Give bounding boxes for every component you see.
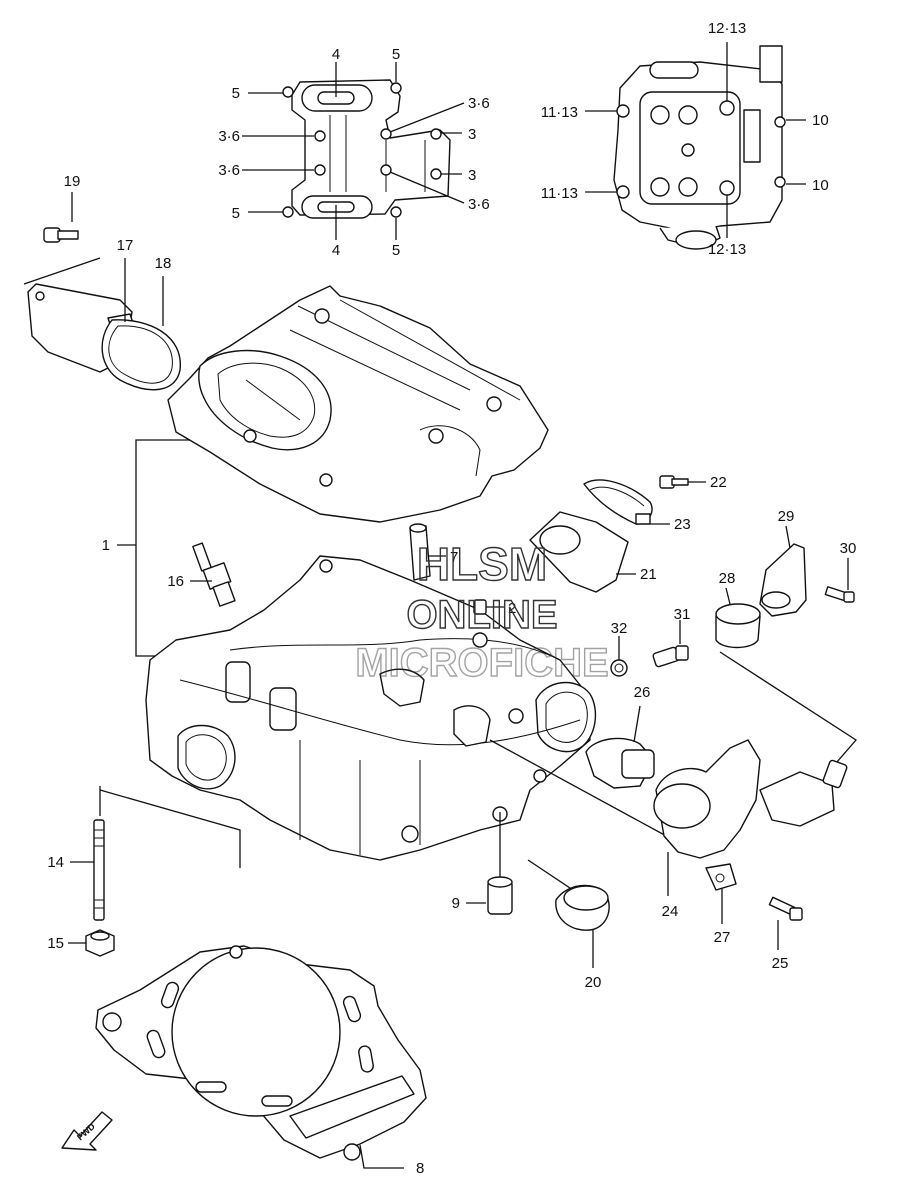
callout-5-top: 5 <box>392 46 400 63</box>
callout-7: 7 <box>450 549 458 566</box>
callout-5-bottom: 5 <box>392 242 400 259</box>
callout-3-6-left-top: 3·6 <box>218 128 240 145</box>
head-gasket <box>95 945 427 1169</box>
callout-16: 16 <box>167 573 184 590</box>
callout-4-bottom: 4 <box>332 242 340 259</box>
callout-10-bottom: 10 <box>812 177 829 194</box>
callout-3-6-right-bottom: 3·6 <box>468 196 490 213</box>
cylinder-head-bottom-view <box>585 42 806 250</box>
head-cover-top-view <box>242 62 465 240</box>
callout-3-6-left-bottom: 3·6 <box>218 162 240 179</box>
callout-29: 29 <box>778 508 795 525</box>
callout-26: 26 <box>634 684 651 701</box>
callout-17: 17 <box>117 237 134 254</box>
callout-20: 20 <box>585 974 602 991</box>
callout-30: 30 <box>840 540 857 557</box>
callout-14: 14 <box>47 854 64 871</box>
dowel-and-plug <box>466 812 610 968</box>
fwd-arrow-icon <box>61 1111 113 1151</box>
cap-bolt-gasket-group <box>23 192 181 391</box>
callout-3-right-top: 3 <box>468 126 476 143</box>
cylinder-head-main <box>145 555 597 861</box>
callout-31: 31 <box>674 606 691 623</box>
callout-28: 28 <box>719 570 736 587</box>
intake-pipe-group <box>529 475 706 593</box>
callout-18: 18 <box>155 255 172 272</box>
callout-4-top: 4 <box>332 46 340 63</box>
stud-and-nut <box>68 786 241 957</box>
callout-5-left-top: 5 <box>232 85 240 102</box>
callout-15: 15 <box>47 935 64 952</box>
watermark-line2: ONLINE <box>406 593 557 637</box>
water-outlet-group <box>489 651 857 950</box>
watermark: HLSM ONLINE MICROFICHE <box>355 537 610 685</box>
spark-plug-and-dowels <box>190 523 504 615</box>
thermostat-cover-group <box>585 525 855 789</box>
callout-23: 23 <box>674 516 691 533</box>
callout-19: 19 <box>64 173 81 190</box>
callout-32: 32 <box>611 620 628 637</box>
watermark-line1: HLSM <box>417 538 547 590</box>
callout-1-bracket <box>117 439 190 657</box>
callout-1: 1 <box>102 537 110 554</box>
callout-11-13-bottom: 11·13 <box>541 185 578 202</box>
callout-12-13-bottom: 12·13 <box>708 241 746 258</box>
head-cover-main <box>167 285 549 523</box>
callout-3-right-bottom: 3 <box>468 167 476 184</box>
callout-27: 27 <box>714 929 731 946</box>
callout-3-6-right-top: 3·6 <box>468 95 490 112</box>
callout-8: 8 <box>416 1160 424 1177</box>
callout-11-13-top: 11·13 <box>541 104 578 121</box>
watermark-line3: MICROFICHE <box>355 641 608 685</box>
callout-25: 25 <box>772 955 789 972</box>
callout-5-left-bottom: 5 <box>232 205 240 222</box>
callout-12-13-top: 12·13 <box>708 20 746 37</box>
callout-24: 24 <box>662 903 679 920</box>
callout-10-top: 10 <box>812 112 829 129</box>
callout-21: 21 <box>640 566 657 583</box>
callout-2: 2 <box>508 600 516 617</box>
callout-22: 22 <box>710 474 727 491</box>
callout-9: 9 <box>452 895 460 912</box>
